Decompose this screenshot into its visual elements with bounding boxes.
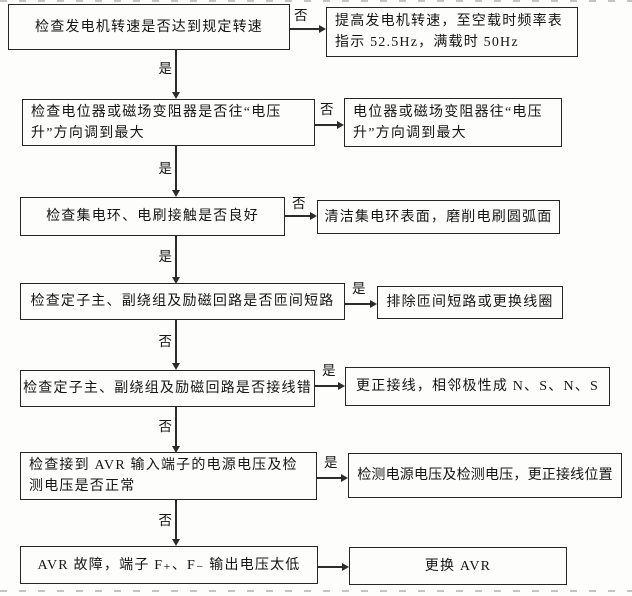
down-label-6: 否 [158, 513, 173, 528]
check-box-1: 检查发电机转速是否达到规定转速 [8, 4, 290, 50]
right-arrow-2 [315, 121, 344, 128]
down-label-1: 是 [158, 61, 173, 76]
down-arrow-2 [172, 146, 179, 197]
check-box-5: 检查定子主、副绕组及励磁回路是否接线错 [20, 370, 315, 407]
down-label-4: 否 [158, 334, 173, 349]
branch-label-6: 是 [324, 455, 338, 470]
branch-label-2: 否 [320, 102, 334, 117]
branch-label-5: 是 [322, 363, 336, 378]
check-box-2: 检查电位器或磁场变阻器是否往“电压升”方向调到最大 [22, 99, 315, 146]
branch-label-3: 否 [292, 196, 306, 211]
down-arrow-5 [172, 407, 179, 453]
action-box-4: 排除匝间短路或更换线圈 [377, 286, 563, 319]
down-arrow-1 [172, 50, 179, 99]
branch-label-4: 是 [352, 281, 366, 296]
down-label-3: 是 [158, 249, 173, 264]
down-arrow-6 [172, 500, 179, 546]
right-arrow-5 [315, 382, 345, 389]
action-box-6: 检测电源电压及检测电压，更正接线位置 [348, 453, 622, 498]
branch-label-1: 否 [294, 8, 308, 23]
check-box-6: 检查接到 AVR 输入端子的电源电压及检测电压是否正常 [20, 452, 317, 500]
action-box-7: 更换 AVR [349, 547, 567, 585]
down-label-2: 是 [158, 161, 173, 176]
right-arrow-1 [290, 25, 326, 32]
down-arrow-3 [172, 236, 179, 284]
action-box-1: 提高发电机转速，至空载时频率表指示 52.5Hz，满载时 50Hz [326, 7, 578, 57]
check-box-4: 检查定子主、副绕组及励磁回路是否匝间短路 [20, 283, 345, 320]
action-box-3: 清洁集电环表面，磨削电刷圆弧面 [317, 200, 560, 234]
check-box-3: 检查集电环、电刷接触是否良好 [20, 197, 285, 236]
check-box-7: AVR 故障，端子 F₊、F₋ 输出电压太低 [20, 546, 318, 584]
right-arrow-7 [318, 563, 349, 570]
right-arrow-4 [345, 300, 377, 307]
right-arrow-3 [285, 212, 317, 219]
down-label-5: 否 [158, 419, 173, 434]
action-box-5: 更正接线，相邻极性成 N、S、N、S [345, 367, 610, 406]
right-arrow-6 [317, 474, 348, 481]
down-arrow-4 [172, 320, 179, 370]
action-box-2: 电位器或磁场变阻器往“电压升”方向调到最大 [344, 98, 562, 147]
